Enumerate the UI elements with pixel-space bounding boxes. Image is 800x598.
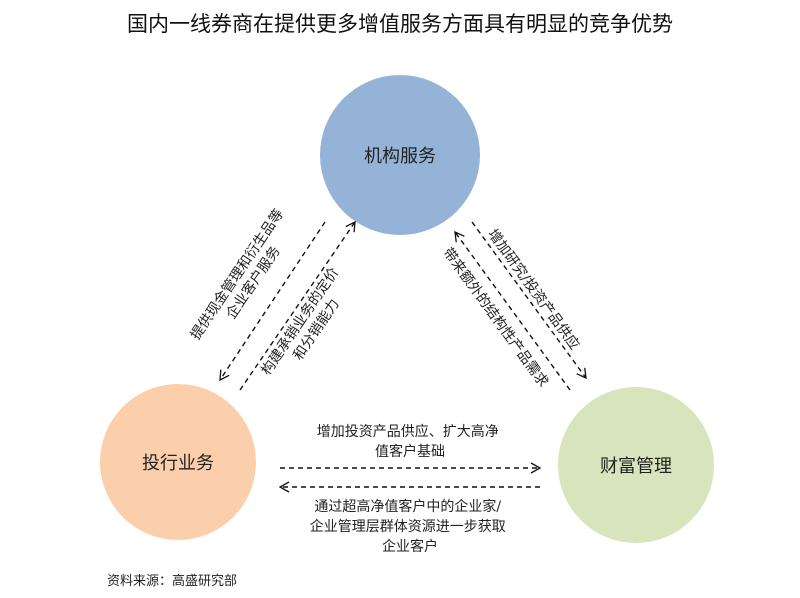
- label-ib-to-inst: 构建承销业务的定价 和分销能力: [259, 261, 360, 388]
- diagram-title: 国内一线券商在提供更多增值服务方面具有明显的竞争优势: [127, 12, 673, 36]
- arrow-wealth-to-inst: [454, 230, 571, 391]
- node-wealth-circle: [558, 387, 714, 543]
- node-institutional-circle: [320, 75, 480, 235]
- label-wealth-to-inst: 带来额外的结构性产品需求: [439, 245, 551, 390]
- node-wealth-label: 财富管理: [600, 456, 672, 477]
- source-note: 资料来源：高盛研究部: [107, 574, 238, 589]
- arrow-ib-to-inst: [239, 220, 356, 391]
- arrow-inst-to-ib: [219, 221, 326, 382]
- label-wealth-to-ib: 通过超高净值客户中的企业家/ 企业管理层群体资源进一步获取 企业客户: [310, 498, 510, 555]
- node-institutional-label: 机构服务: [364, 146, 436, 167]
- node-ib-circle: [100, 384, 256, 540]
- node-ib-label: 投行业务: [142, 453, 214, 474]
- label-ib-to-wealth: 增加投资产品供应、扩大高净 值客户基础: [317, 423, 503, 460]
